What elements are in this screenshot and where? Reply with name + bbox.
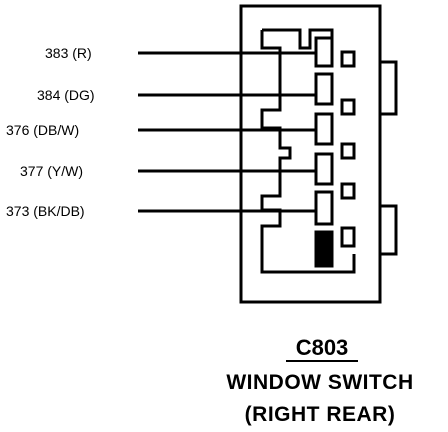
terminal-latch-5 (340, 226, 356, 248)
terminal-latch-4 (340, 182, 356, 200)
connector-latch-upper (378, 60, 398, 116)
terminal-latch-2 (340, 98, 356, 116)
terminal-6-blocked (314, 230, 334, 268)
terminal-2 (314, 72, 334, 106)
connector-housing (239, 4, 382, 304)
wire-leads (138, 51, 316, 213)
wire-label-1: 383 (R) (45, 45, 92, 61)
terminal-4 (314, 152, 334, 186)
connector-latch-lower (378, 204, 398, 256)
wire-label-4: 377 (Y/W) (20, 163, 83, 179)
connector-location: (RIGHT REAR) (245, 403, 396, 426)
wire-label-5: 373 (BK/DB) (6, 203, 85, 219)
connector-id: C803 (296, 335, 349, 360)
connector-name: WINDOW SWITCH (226, 371, 413, 394)
connector-cavity-outline (260, 28, 356, 274)
terminal-1 (314, 36, 334, 68)
terminal-latch-3 (340, 142, 356, 160)
wire-label-2: 384 (DG) (37, 87, 95, 103)
terminal-3 (314, 112, 334, 146)
wire-label-3: 376 (DB/W) (6, 122, 79, 138)
terminal-5 (314, 190, 334, 226)
terminal-latch-1 (340, 50, 356, 68)
